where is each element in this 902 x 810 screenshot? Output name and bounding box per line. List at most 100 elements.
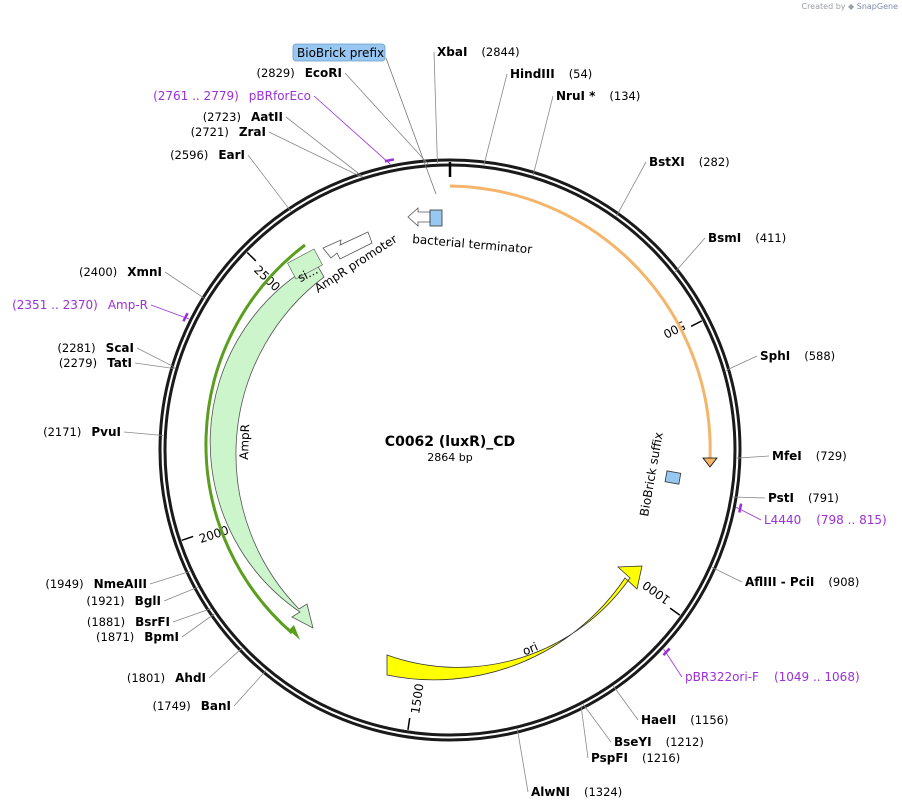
site-leader-line bbox=[233, 670, 267, 707]
ori-feature bbox=[386, 565, 643, 681]
primer-name-pbr322ori-f[interactable]: pBR322ori-F bbox=[685, 670, 759, 684]
site-leader-line bbox=[433, 51, 438, 164]
site-leader-line bbox=[580, 705, 589, 759]
credit-brand: SnapGene bbox=[856, 2, 898, 11]
site-name-afliii-pcii[interactable]: AflIII - PciI bbox=[745, 575, 814, 589]
site-position: (1881) bbox=[87, 615, 125, 629]
tick-mark bbox=[246, 252, 257, 262]
bacterial-terminator-label: bacterial terminator bbox=[412, 232, 533, 256]
primer-leader-line bbox=[736, 506, 762, 521]
snapgene-logo-icon: ◆ bbox=[848, 2, 855, 11]
tick-label: 1000 bbox=[640, 578, 673, 607]
site-leader-line bbox=[725, 355, 758, 371]
backbone bbox=[158, 158, 742, 742]
site-position: (2281) bbox=[57, 341, 95, 355]
site-name-scai[interactable]: ScaI bbox=[106, 341, 134, 355]
site-name-pvui[interactable]: PvuI bbox=[91, 425, 121, 439]
site-name-bgli[interactable]: BglI bbox=[135, 594, 161, 608]
primer-range: (2351 .. 2370) bbox=[12, 298, 98, 312]
site-position: (411) bbox=[755, 231, 786, 245]
site-leader-line bbox=[285, 116, 363, 177]
site-name-hindiii[interactable]: HindIII bbox=[510, 67, 555, 81]
site-position: (54) bbox=[569, 67, 593, 81]
site-position: (134) bbox=[609, 89, 640, 103]
primer-name-l4440[interactable]: L4440 bbox=[764, 513, 801, 527]
outer-orf-line bbox=[204, 243, 306, 635]
site-name-psti[interactable]: PstI bbox=[768, 491, 794, 505]
site-name-zrai[interactable]: ZraI bbox=[239, 125, 266, 139]
luxr-arrowhead bbox=[702, 457, 718, 468]
site-position: (282) bbox=[699, 155, 730, 169]
site-leader-line bbox=[164, 271, 206, 300]
site-name-eari[interactable]: EarI bbox=[218, 148, 245, 162]
site-name-nrui[interactable]: NruI * bbox=[556, 89, 596, 103]
site-leader-line bbox=[163, 586, 199, 602]
site-leader-line bbox=[532, 95, 554, 176]
primer-name-amp-r[interactable]: Amp-R bbox=[108, 298, 148, 312]
primer-leader-line bbox=[313, 95, 391, 165]
site-position: (2721) bbox=[191, 125, 229, 139]
site-position: (2723) bbox=[203, 110, 241, 124]
site-name-bseyi[interactable]: BseYI bbox=[614, 735, 652, 749]
site-position: (1212) bbox=[666, 735, 704, 749]
site-name-sphi[interactable]: SphI bbox=[760, 349, 790, 363]
bacterial-terminator-box bbox=[429, 209, 443, 227]
site-name-bpmi[interactable]: BpmI bbox=[144, 630, 179, 644]
site-name-nmeaiii[interactable]: NmeAIII bbox=[94, 577, 147, 591]
site-position: (2596) bbox=[170, 148, 208, 162]
site-name-alwni[interactable]: AlwNI bbox=[531, 785, 570, 799]
site-name-mfei[interactable]: MfeI bbox=[772, 449, 802, 463]
site-leader-line bbox=[616, 161, 647, 217]
restriction-site-layer: XbaI(2844)HindIII(54)NruI *(134)BstXI(28… bbox=[43, 45, 859, 799]
site-leader-line bbox=[733, 496, 766, 499]
site-position: (1921) bbox=[86, 594, 124, 608]
site-position: (1216) bbox=[642, 751, 680, 765]
site-name-bsmi[interactable]: BsmI bbox=[708, 231, 741, 245]
primer-range: (2761 .. 2779) bbox=[153, 89, 239, 103]
site-leader-line bbox=[149, 570, 191, 585]
site-name-xbai[interactable]: XbaI bbox=[437, 45, 467, 59]
tick-mark bbox=[669, 607, 681, 616]
site-position: (1871) bbox=[96, 630, 134, 644]
site-leader-line bbox=[736, 455, 770, 459]
tick-mark bbox=[407, 717, 411, 730]
map-title: C0062 (luxR)_CD bbox=[385, 434, 515, 450]
site-leader-line bbox=[172, 608, 211, 623]
site-leader-line bbox=[582, 703, 612, 743]
site-position: (1949) bbox=[45, 577, 83, 591]
site-name-pspfi[interactable]: PspFI bbox=[591, 751, 628, 765]
site-name-bstxi[interactable]: BstXI bbox=[649, 155, 685, 169]
signal-sequence-box bbox=[287, 248, 323, 280]
primer-range: (1049 .. 1068) bbox=[774, 670, 860, 684]
backbone-outer bbox=[158, 158, 742, 742]
primer-mark bbox=[662, 647, 671, 656]
feature-layer: ori AmpR si... AmpR promoter bacterial t… bbox=[204, 43, 718, 681]
ori-label: ori bbox=[521, 640, 541, 659]
primer-mark bbox=[738, 503, 743, 513]
site-position: (729) bbox=[816, 449, 847, 463]
site-leader-line bbox=[344, 72, 429, 165]
site-position: (2171) bbox=[43, 425, 81, 439]
primer-leader-line bbox=[150, 304, 190, 320]
site-name-bsrfi[interactable]: BsrFI bbox=[135, 615, 170, 629]
primer-name-pbrforeco[interactable]: pBRforEco bbox=[249, 89, 311, 103]
luxr-feature-arc bbox=[449, 185, 711, 461]
site-name-xmni[interactable]: XmnI bbox=[127, 265, 162, 279]
outer-orf-arrowhead bbox=[289, 625, 300, 640]
site-name-haeii[interactable]: HaeII bbox=[641, 713, 676, 727]
site-position: (2400) bbox=[79, 265, 117, 279]
ampr-promoter-feature bbox=[322, 231, 373, 260]
site-leader-line bbox=[268, 131, 362, 178]
site-leader-line bbox=[134, 362, 175, 370]
site-name-ecori[interactable]: EcoRI bbox=[305, 66, 342, 80]
bacterial-terminator-arrow bbox=[407, 207, 431, 227]
site-name-tati[interactable]: TatI bbox=[107, 356, 132, 370]
tick-mark bbox=[181, 535, 194, 541]
ampr-label: AmpR bbox=[237, 424, 252, 460]
site-name-bani[interactable]: BanI bbox=[201, 699, 231, 713]
site-name-aatii[interactable]: AatII bbox=[251, 110, 283, 124]
biobrick-prefix-leader bbox=[385, 57, 437, 195]
site-leader-line bbox=[483, 73, 508, 166]
site-name-ahdi[interactable]: AhdI bbox=[175, 671, 206, 685]
